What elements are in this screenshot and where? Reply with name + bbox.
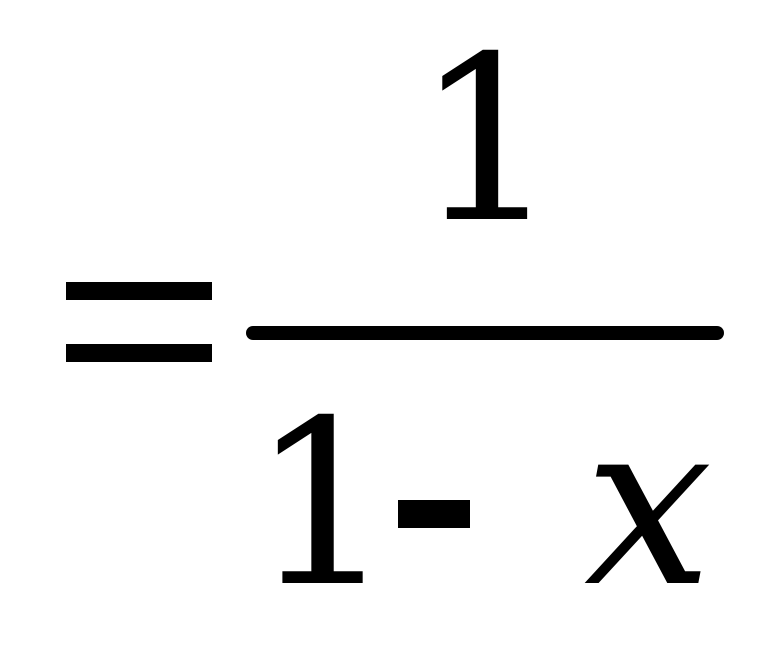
fraction-denominator: 1 x xyxy=(246,384,736,624)
equals-bar-bottom xyxy=(66,344,212,362)
minus-sign xyxy=(398,500,470,528)
variable-x: x xyxy=(584,371,713,637)
equals-bar-top xyxy=(66,282,212,300)
fraction-numerator: 1 xyxy=(414,7,560,273)
fraction-bar xyxy=(246,326,724,340)
denominator-one: 1 xyxy=(250,371,396,637)
equals-sign xyxy=(60,240,216,370)
